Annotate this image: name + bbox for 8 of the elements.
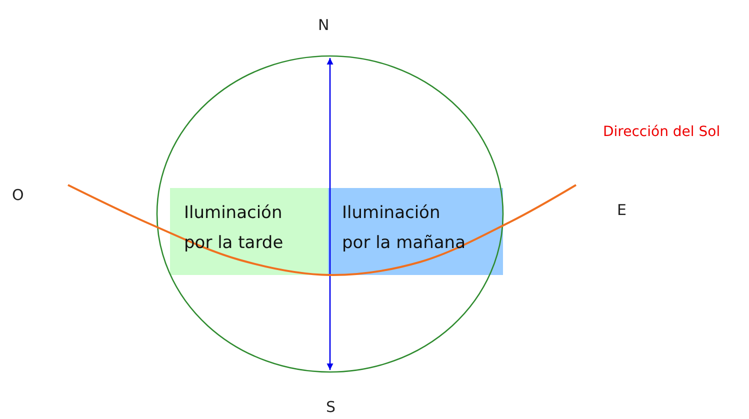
- morning-zone: [328, 188, 503, 275]
- compass-letter: N: [318, 16, 330, 34]
- sun-direction-label: Dirección del Sol: [603, 124, 720, 140]
- zone-label: Iluminación por la mañana: [342, 202, 466, 255]
- afternoon-zone: [170, 188, 328, 275]
- compass-letter: S: [326, 398, 336, 416]
- compass-letter: O: [12, 186, 24, 204]
- compass-letter: E: [617, 201, 626, 219]
